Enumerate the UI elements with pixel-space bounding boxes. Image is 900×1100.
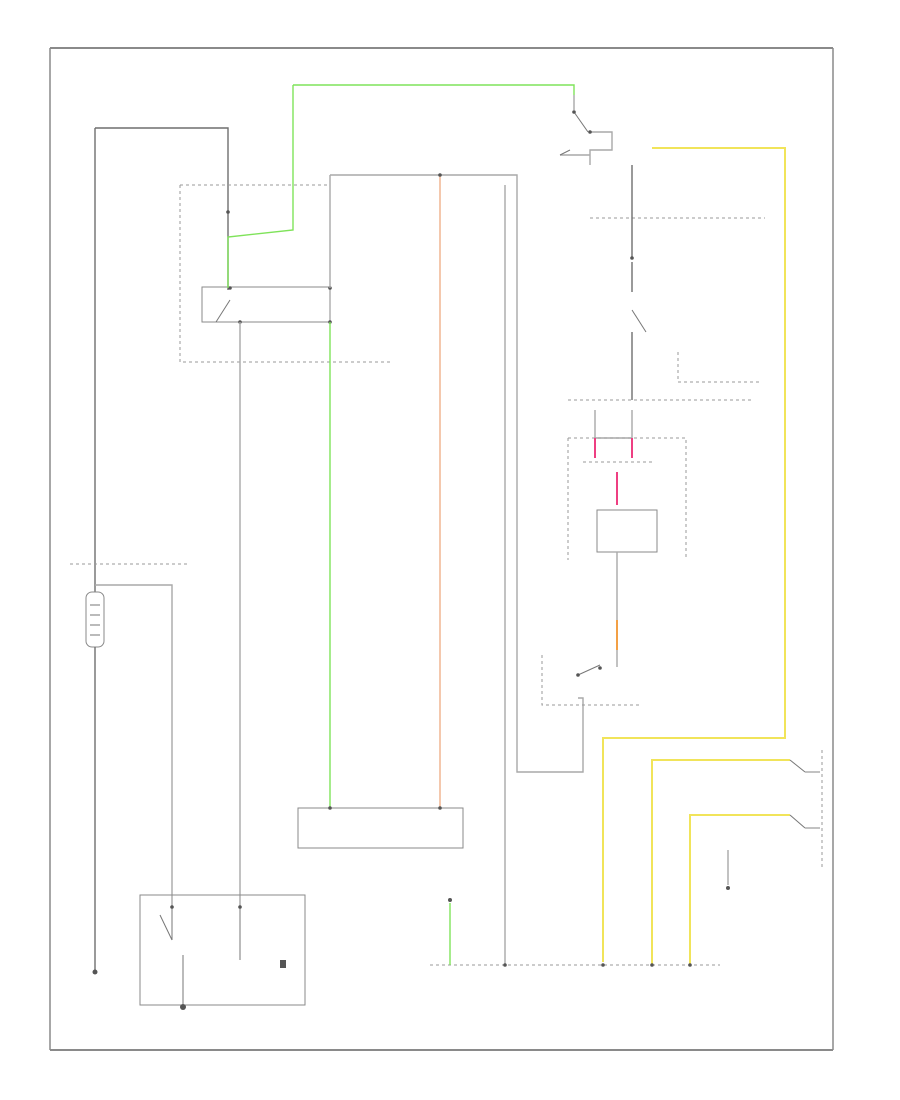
battery-circuit: [70, 127, 229, 975]
starter-relay: [201, 286, 331, 323]
green-wire-top-link: [293, 84, 575, 95]
yellow-wire-2: [651, 759, 790, 965]
body-ground-point: [92, 969, 98, 975]
diagram-frame: [49, 47, 834, 1051]
green-wire-top: [227, 85, 294, 288]
ecm-box: [297, 807, 464, 849]
range-switch-box: [596, 509, 658, 553]
steering-switch: [726, 750, 823, 890]
relay-box: [179, 184, 390, 363]
yellow-wire-1: [602, 147, 786, 962]
yellow-wire-3: [689, 814, 790, 965]
battery-symbol: [85, 591, 105, 648]
ignition-switch: [559, 95, 613, 165]
starter-motor-box: [139, 894, 306, 1010]
